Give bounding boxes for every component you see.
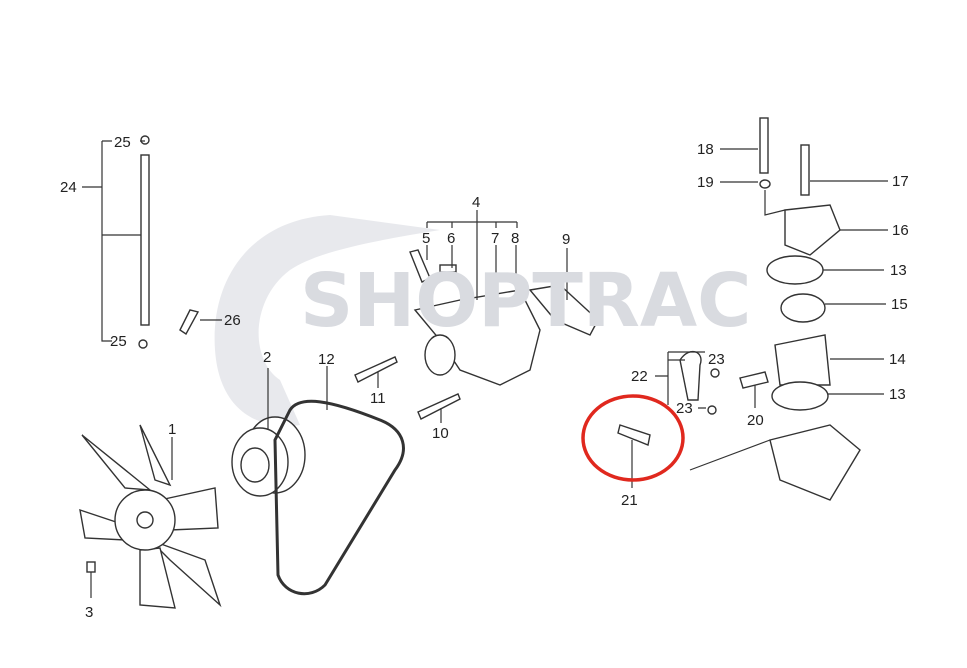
gasket-part — [528, 284, 599, 336]
callout-16[interactable]: 16 — [892, 222, 909, 239]
bracket-part — [179, 309, 200, 336]
callout-6[interactable]: 6 — [447, 230, 455, 247]
callout-24[interactable]: 24 — [60, 179, 77, 196]
callout-13[interactable]: 13 — [889, 386, 906, 403]
callout-2[interactable]: 2 — [263, 349, 271, 366]
callout-14[interactable]: 14 — [889, 351, 906, 368]
callout-20[interactable]: 20 — [747, 412, 764, 429]
callout-8[interactable]: 8 — [511, 230, 519, 247]
callout-12[interactable]: 12 — [318, 351, 335, 368]
fan-part — [79, 424, 222, 609]
callout-19[interactable]: 19 — [697, 174, 714, 191]
hose-part — [655, 350, 769, 415]
callout-1[interactable]: 1 — [168, 421, 176, 438]
callout-23[interactable]: 23 — [708, 351, 725, 368]
callout-4[interactable]: 4 — [472, 194, 480, 211]
watermark-text: SHOPTRAC — [300, 258, 751, 344]
bolt-11-part — [354, 356, 398, 383]
callout-10[interactable]: 10 — [432, 425, 449, 442]
callout-25[interactable]: 25 — [110, 333, 127, 350]
callout-17[interactable]: 17 — [892, 173, 909, 190]
callout-25[interactable]: 25 — [114, 134, 131, 151]
callout-7[interactable]: 7 — [491, 230, 499, 247]
callout-26[interactable]: 26 — [224, 312, 241, 329]
bolt-part — [86, 561, 96, 573]
water-pump-part — [409, 210, 541, 386]
thermostat-housing-part — [689, 117, 888, 501]
callout-3[interactable]: 3 — [85, 604, 93, 621]
belt-part — [273, 399, 405, 596]
callout-13[interactable]: 13 — [890, 262, 907, 279]
callout-15[interactable]: 15 — [891, 296, 908, 313]
callout-18[interactable]: 18 — [697, 141, 714, 158]
callout-5[interactable]: 5 — [422, 230, 430, 247]
callout-23[interactable]: 23 — [676, 400, 693, 417]
callout-11[interactable]: 11 — [370, 390, 386, 407]
bolt-10-part — [417, 393, 461, 420]
watermark-swoosh — [214, 215, 440, 427]
highlight-circle — [581, 394, 685, 482]
callout-9[interactable]: 9 — [562, 231, 570, 248]
callout-21[interactable]: 21 — [621, 492, 638, 509]
dipstick-part — [82, 135, 150, 349]
callout-22[interactable]: 22 — [631, 368, 648, 385]
